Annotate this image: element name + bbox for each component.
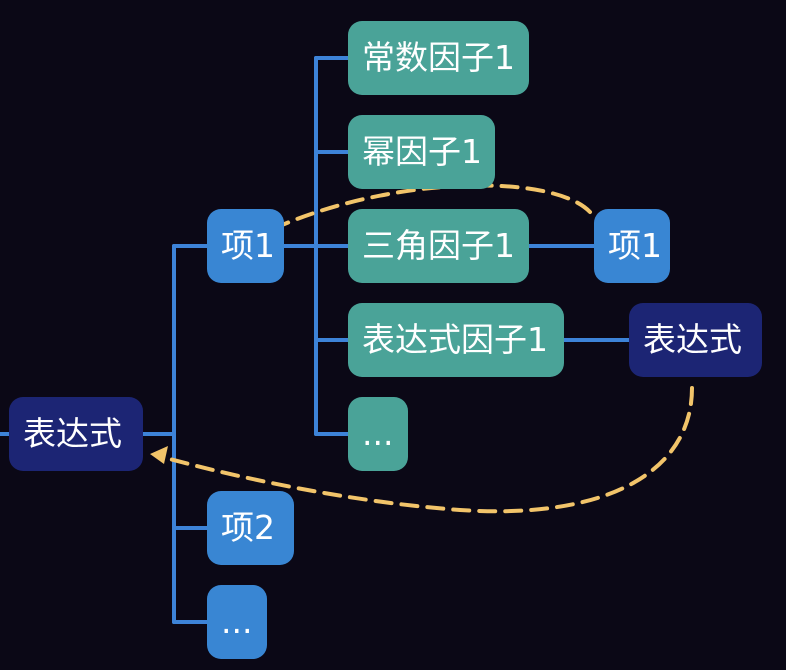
nested-expression-node[interactable]: 表达式 — [629, 303, 762, 377]
expr-recursion-arrow — [164, 386, 694, 514]
expression-factor-node[interactable]: 表达式因子1 — [348, 303, 564, 377]
root-expression-node[interactable]: 表达式 — [9, 397, 143, 471]
tree-connectors — [0, 56, 631, 624]
expr-arrowhead — [150, 446, 168, 464]
constant-factor-node[interactable]: 常数因子1 — [348, 21, 529, 95]
term2-node[interactable]: 项2 — [207, 491, 294, 565]
trig-term-node[interactable]: 项1 — [594, 209, 670, 283]
factor-more-node[interactable]: ... — [348, 397, 408, 471]
trig-factor-node[interactable]: 三角因子1 — [348, 209, 529, 283]
term-more-node[interactable]: ... — [207, 585, 267, 659]
term1-node[interactable]: 项1 — [207, 209, 284, 283]
power-factor-node[interactable]: 幂因子1 — [348, 115, 495, 189]
